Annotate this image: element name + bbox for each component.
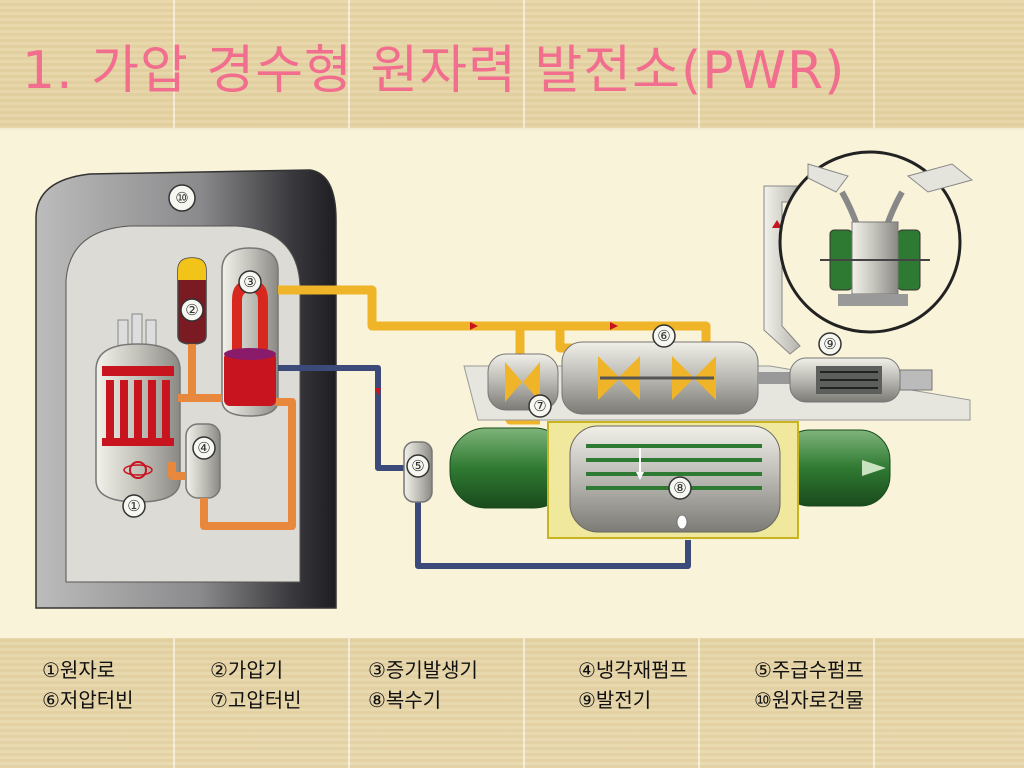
diagram-marker-5: ⑤ xyxy=(406,454,430,478)
generator xyxy=(758,357,933,403)
svg-text:⑨: ⑨ xyxy=(823,335,836,353)
pwr-diagram: ① ② ③ ④ ⑤ ⑥ ⑦ ⑧ xyxy=(35,150,974,609)
condenser xyxy=(449,421,891,539)
feedwater-line xyxy=(278,365,691,569)
svg-text:④: ④ xyxy=(197,439,210,457)
legend-item-generator: ⑨발전기 xyxy=(578,688,652,712)
diagram-marker-8: ⑧ xyxy=(668,476,692,500)
primary-coolant-loop xyxy=(168,394,296,530)
diagram-marker-10: ⑩ xyxy=(168,184,196,212)
legend-item-reactor-building: ⑩원자로건물 xyxy=(754,688,864,712)
reactor-building xyxy=(35,169,337,609)
diagram-marker-3: ③ xyxy=(238,270,262,294)
svg-text:①: ① xyxy=(127,497,140,515)
legend-item-pressurizer: ②가압기 xyxy=(210,658,284,682)
diagram-marker-1: ① xyxy=(122,494,146,518)
svg-text:⑤: ⑤ xyxy=(411,457,424,475)
pwr-diagram-panel: ① ② ③ ④ ⑤ ⑥ ⑦ ⑧ xyxy=(0,130,1024,638)
low-pressure-turbines xyxy=(561,341,759,415)
legend-item-condenser: ⑧복수기 xyxy=(368,688,442,712)
legend-item-feedwater-pump: ⑤주급수펌프 xyxy=(754,658,864,682)
legend-item-steam-generator: ③증기발생기 xyxy=(368,658,478,682)
svg-text:⑥: ⑥ xyxy=(657,327,670,345)
svg-text:⑦: ⑦ xyxy=(533,397,546,415)
steam-generator xyxy=(221,247,279,417)
generator-detail-inset xyxy=(778,150,974,334)
diagram-marker-7: ⑦ xyxy=(528,394,552,418)
slide-title: 1. 가압 경수형 원자력 발전소(PWR) xyxy=(22,41,846,101)
svg-text:⑩: ⑩ xyxy=(175,189,188,207)
legend-item-reactor: ①원자로 xyxy=(42,658,116,682)
svg-text:⑧: ⑧ xyxy=(673,479,686,497)
svg-text:③: ③ xyxy=(243,273,256,291)
coolant-pump xyxy=(185,423,221,499)
feedwater-flow-arrow xyxy=(375,388,381,396)
diagram-marker-2: ② xyxy=(180,298,204,322)
diagram-marker-9: ⑨ xyxy=(818,332,842,356)
svg-text:②: ② xyxy=(185,301,198,319)
diagram-marker-4: ④ xyxy=(192,436,216,460)
component-legend: ①원자로 ②가압기 ③증기발생기 ④냉각재펌프 ⑤주급수펌프 ⑥저압터빈 ⑦고압… xyxy=(0,640,1024,768)
legend-item-hp-turbine: ⑦고압터빈 xyxy=(210,688,302,712)
diagram-marker-6: ⑥ xyxy=(652,324,676,348)
legend-item-lp-turbine: ⑥저압터빈 xyxy=(42,688,134,712)
steam-flow-arrows xyxy=(470,322,618,330)
legend-item-coolant-pump: ④냉각재펌프 xyxy=(578,658,688,682)
title-band: 1. 가압 경수형 원자력 발전소(PWR) xyxy=(0,0,1024,130)
